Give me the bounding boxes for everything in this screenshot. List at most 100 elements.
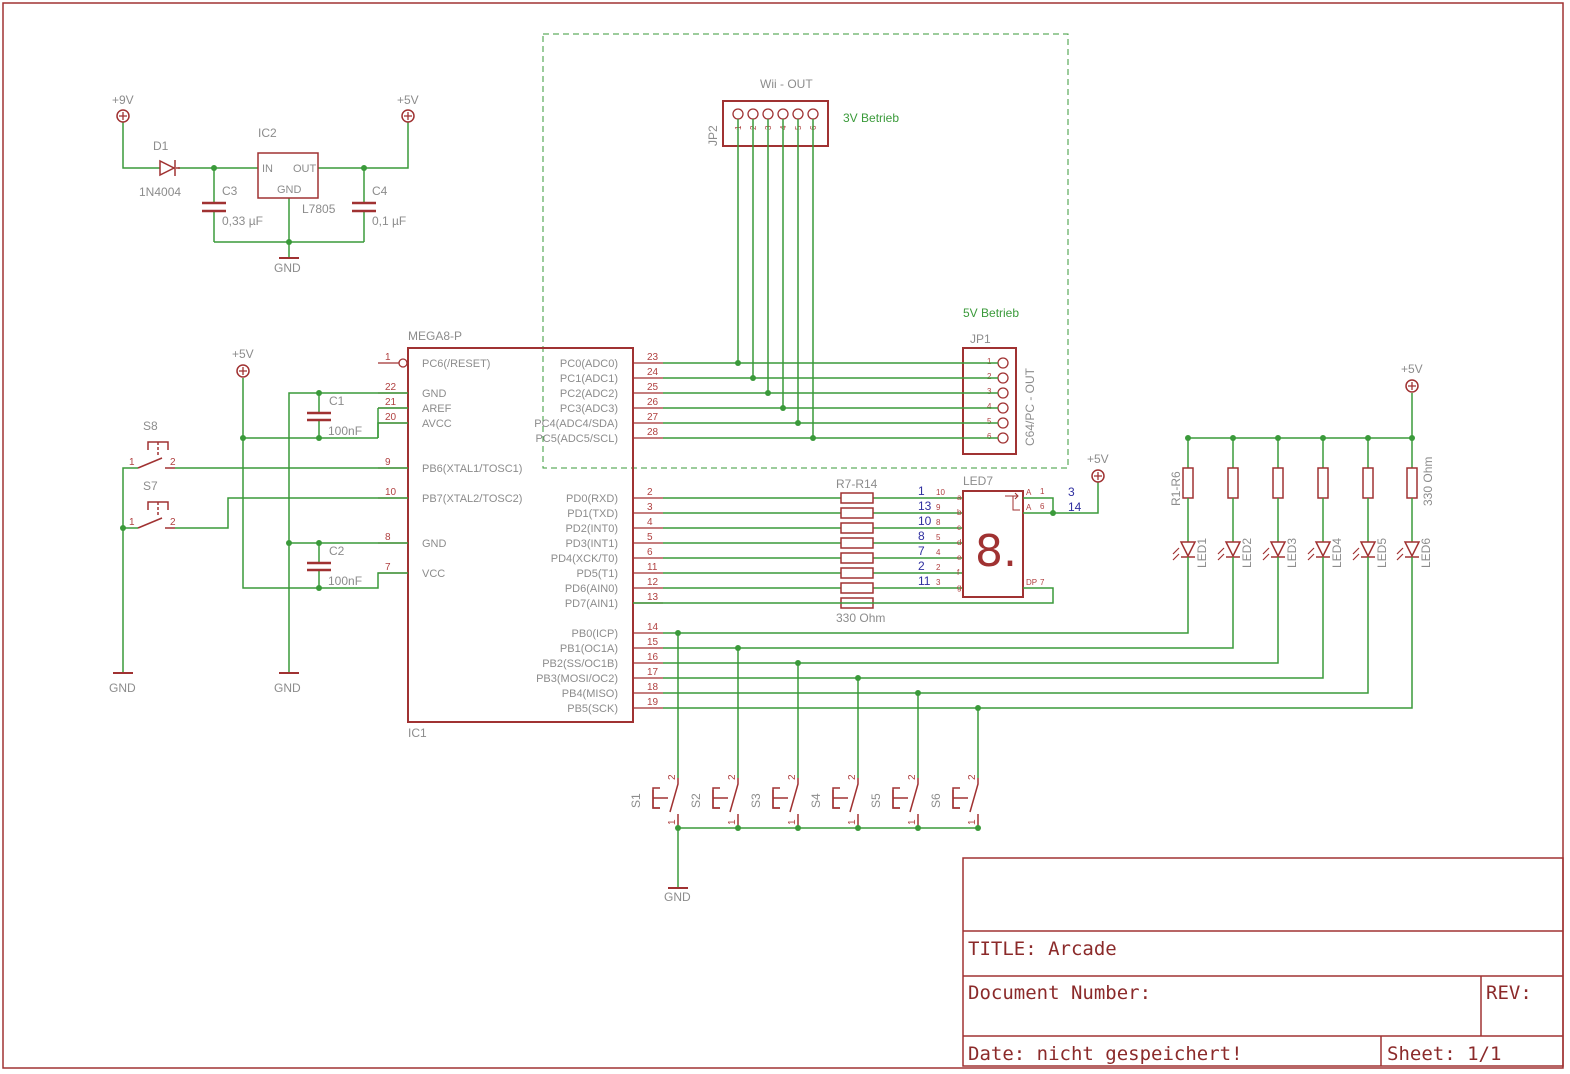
mcu-pin-name: PC0(ADC0) [560,358,618,370]
button-name: S5 [869,793,883,808]
c3-value: 0,33 µF [222,214,263,228]
junction-dot [1275,435,1281,441]
push-button-icon [952,778,979,828]
mcu-pin-number: 17 [647,667,659,678]
button-pin2: 2 [727,774,738,780]
mcu-pin-number: 5 [647,532,653,543]
button-name: S1 [629,793,643,808]
switch-gnd-label: GND [109,681,136,695]
switch-s8-icon [137,441,175,469]
date-text: Date: nicht gespeichert! [968,1043,1243,1065]
dp-num: 7 [1040,578,1045,587]
anode-pin-1: 3 [1068,485,1075,499]
mcu-pin-number: 4 [647,517,653,528]
segment-num: 9 [936,503,941,512]
junction-dot [675,825,681,831]
s7-pin2: 2 [170,517,176,528]
anode-marker-icon [1005,492,1020,511]
mcu-pin-name: PD3(INT1) [565,538,618,550]
mcu-pin-number: 9 [385,457,391,468]
mcu-pin-number: 1 [385,352,391,363]
mcu-pin-number: 8 [385,532,391,543]
pb-wire [663,557,1324,679]
junction-dot [750,375,756,381]
push-button-icon [652,778,679,828]
mcu-pin-number: 13 [647,592,659,603]
segment-letter: c [957,523,961,532]
mcu-pin-number: 6 [647,547,653,558]
sheet-text: Sheet: 1/1 [1387,1043,1501,1065]
led-icon [1269,541,1287,558]
mcu-pin-number: 27 [647,412,659,423]
regulator-out: OUT [293,163,317,175]
mcu-pin-name: PB1(OC1A) [560,643,618,655]
jp2-pin-icon [792,108,804,120]
mcu-pin-name: PC3(ADC3) [560,403,618,415]
jp2-pin-icon [762,108,774,120]
light-emission-icon [1396,547,1404,561]
vout-label: +5V [397,93,419,107]
resistor-icon [840,552,874,564]
push-button-icon [832,778,859,828]
mcu-pin-number: 23 [647,352,659,363]
light-emission-icon [1307,547,1315,561]
led-name: LED5 [1375,538,1389,568]
jp1-pin-number: 2 [987,372,992,381]
segment-pin: 13 [918,499,932,513]
led-icon [1314,541,1332,558]
res-array-value: 330 Ohm [836,611,885,625]
pb-wire [663,557,1279,664]
led-icon [1179,541,1197,558]
resistor-icon [1362,467,1374,499]
wii-title: Wii - OUT [760,77,813,91]
mode-5v-label: 5V Betrieb [963,306,1019,320]
button-name: S2 [689,793,703,808]
anode-num-1: 1 [1040,487,1045,496]
segment-pin: 10 [918,514,932,528]
button-pin1: 1 [907,819,918,825]
mcu-pin-name: GND [422,388,447,400]
junction-dot [1409,435,1415,441]
mcu-pin-name: PD2(INT0) [565,523,618,535]
regulator-part: L7805 [302,202,336,216]
segment-letter: a [957,493,962,502]
button-pin1: 1 [667,819,678,825]
display-vcc-label: +5V [1087,452,1109,466]
junction-dot [1185,435,1191,441]
jp1-pin-icon [997,402,1009,414]
mcu-pin-name: PD1(TXD) [567,508,618,520]
ps-gnd-label: GND [274,261,301,275]
mcu-pin-number: 14 [647,622,659,633]
dp-label: DP [1026,578,1037,587]
plus5v-supply-icon [1405,379,1419,393]
jp1-pin-number: 3 [987,387,992,396]
button-gnd-label: GND [664,890,691,904]
power-supply: +9V +5V D1 1N4004 IC2 IN OUT GND L7805 C… [112,93,419,275]
light-emission-icon [1217,547,1225,561]
jp1-pin-number: 4 [987,402,992,411]
decoupling-section: C1 100nF C2 100nF +5V GND GND S8 1 2 S7 [109,347,408,695]
vin-label: +9V [112,93,134,107]
button-pin1: 1 [727,819,738,825]
jp1-pin-number: 1 [987,357,992,366]
resistor-icon [1227,467,1239,499]
led-name: LED1 [1195,538,1209,568]
mcu-pin-number: 2 [647,487,653,498]
segment-num: 10 [936,488,945,497]
jp2-pin-icon [732,108,744,120]
resistor-icon [840,522,874,534]
mcu-pin-number: 26 [647,397,659,408]
pb-wire [663,557,1413,709]
c2-value: 100nF [328,574,362,588]
s7-name: S7 [143,479,158,493]
mcu-pin-number: 16 [647,652,659,663]
button-pin2: 2 [907,774,918,780]
junction-dot [855,825,861,831]
push-button-icon [892,778,919,828]
button-pin1: 1 [787,819,798,825]
c1-value: 100nF [328,424,362,438]
led-res-name: R1-R6 [1169,471,1183,506]
